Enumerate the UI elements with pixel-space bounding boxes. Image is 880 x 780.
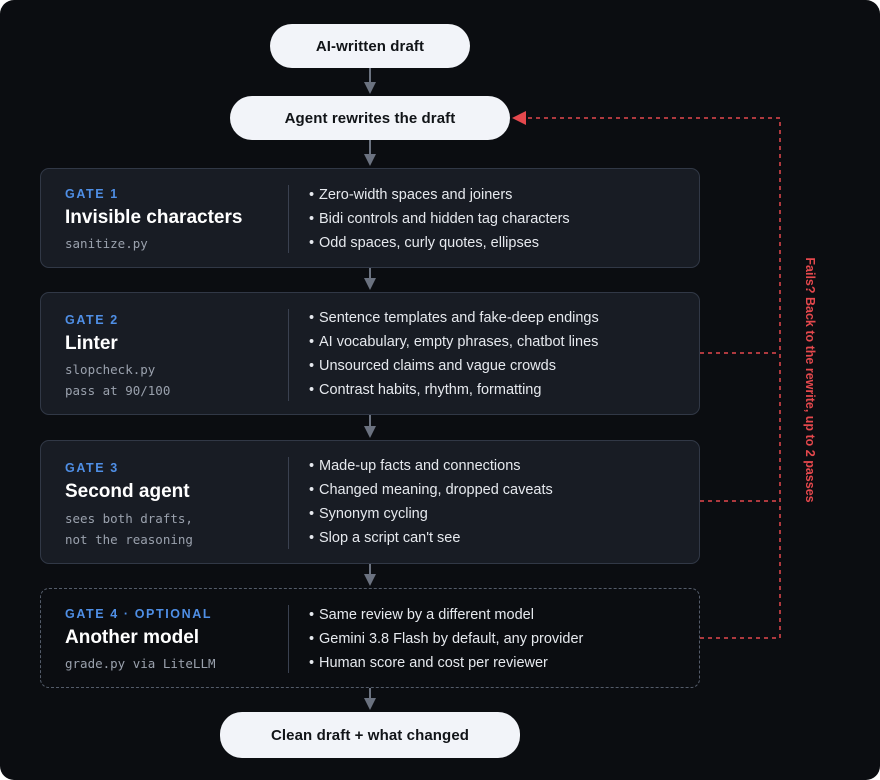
gate-divider [288,185,289,253]
arrowhead [364,426,376,438]
arrowhead [364,82,376,94]
checklist-item: •Unsourced claims and vague crowds [309,358,556,374]
gate-title: Another model [65,627,200,648]
checklist-item: •AI vocabulary, empty phrases, chatbot l… [309,334,599,350]
gate-subtitle: sees both drafts, not the reasoning [65,508,193,550]
gate-divider [288,457,289,549]
gate-subtitle-line: grade.py via LiteLLM [65,656,216,671]
start-node-label: AI-written draft [315,37,425,55]
gate-checklist: •Same review by a different model •Gemin… [309,603,583,675]
gate-subtitle: slopcheck.py pass at 90/100 [65,359,170,401]
arrowhead [364,278,376,290]
checklist-item: •Gemini 3.8 Flash by default, any provid… [309,631,584,647]
checklist-item: •Made-up facts and connections [309,458,521,474]
start-node: AI-written draft [270,24,470,68]
gate-eyebrow: GATE 1 [65,187,119,201]
gate-subtitle-line: pass at 90/100 [65,383,171,398]
checklist-item: •Sentence templates and fake-deep ending… [309,310,599,326]
rewrite-node: Agent rewrites the draft [230,96,510,140]
checklist-item: •Contrast habits, rhythm, formatting [309,382,542,398]
gate-checklist: •Zero-width spaces and joiners •Bidi con… [309,183,570,255]
feedback-label-text: Fails? Back to the rewrite, up to 2 pass… [803,257,817,503]
gate-subtitle: grade.py via LiteLLM [65,653,216,674]
gate-eyebrow: GATE 2 [65,313,119,327]
checklist-item: •Odd spaces, curly quotes, ellipses [309,235,540,251]
checklist-item: •Synonym cycling [309,506,428,522]
gate-subtitle-line: slopcheck.py [65,362,156,377]
gate-checklist: •Made-up facts and connections •Changed … [309,454,553,550]
gate-card-3: GATE 3 Second agent sees both drafts, no… [40,440,700,564]
checklist-item: •Same review by a different model [309,607,534,623]
gate-divider [288,309,289,401]
checklist-item: •Bidi controls and hidden tag characters [309,211,570,227]
gate-title: Second agent [65,481,190,502]
gate-card-4: GATE 4 · OPTIONAL Another model grade.py… [40,588,700,688]
arrowhead [364,698,376,710]
feedback-arrowhead [512,111,526,125]
gate-subtitle-line: not the reasoning [65,532,193,547]
gate-card-2: GATE 2 Linter slopcheck.py pass at 90/10… [40,292,700,415]
gate-title: Linter [65,333,118,354]
gate-title: Invisible characters [65,207,243,228]
arrowhead [364,574,376,586]
gate-checklist: •Sentence templates and fake-deep ending… [309,306,599,402]
checklist-item: •Zero-width spaces and joiners [309,187,513,203]
gate-eyebrow: GATE 4 · OPTIONAL [65,607,213,621]
arrowhead [364,154,376,166]
gate-card-1: GATE 1 Invisible characters sanitize.py … [40,168,700,268]
gate-subtitle-line: sanitize.py [65,236,148,251]
gate-subtitle-line: sees both drafts, [65,511,193,526]
gate-eyebrow: GATE 3 [65,461,119,475]
end-node-label: Clean draft + what changed [270,726,470,744]
checklist-item: •Human score and cost per reviewer [309,655,548,671]
checklist-item: •Slop a script can't see [309,530,461,546]
gate-divider [288,605,289,673]
rewrite-node-label: Agent rewrites the draft [284,109,456,127]
gate-subtitle: sanitize.py [65,233,148,254]
checklist-item: •Changed meaning, dropped caveats [309,482,553,498]
end-node: Clean draft + what changed [220,712,520,758]
